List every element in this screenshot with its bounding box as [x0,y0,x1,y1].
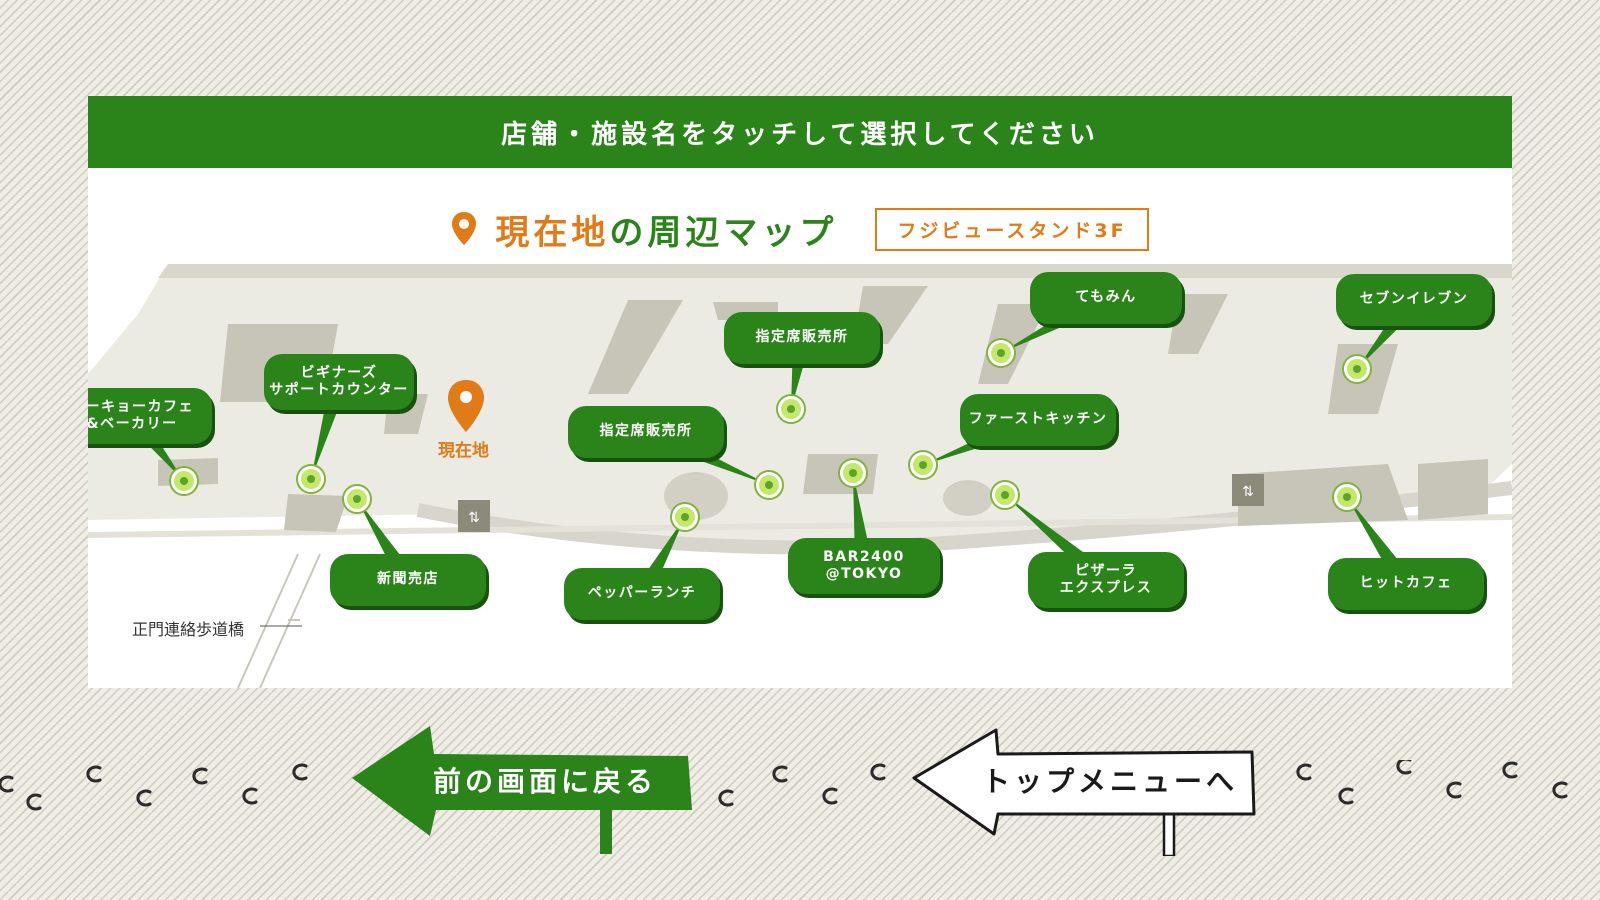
svg-text:⇅: ⇅ [468,510,480,526]
shop-pin-pepper-lunch[interactable] [672,504,698,530]
shop-bubble-bar2400[interactable]: BAR2400 @TOKYO [788,538,940,594]
floor-badge: フジビュースタンド3F [875,207,1149,251]
map-title: 現在地の周辺マップ [495,205,837,254]
location-pin-icon [452,212,477,245]
back-arrow-sign[interactable] [352,724,708,854]
shop-pin-seven-eleven[interactable] [1344,356,1370,382]
footprint-marks [0,760,1568,811]
shop-pin-hit-cafe[interactable] [1334,484,1360,510]
bridge-label: 正門連絡歩道橋 [132,620,245,639]
shop-pin-reserved-seat-sales-1[interactable] [756,472,782,498]
elevator-icon: ⇅ [458,500,490,532]
shop-pin-reserved-seat-sales-2[interactable] [778,396,804,422]
shop-pin-bar2400[interactable] [840,460,866,486]
map-title-row: 現在地の周辺マップ フジビュースタンド3F [88,204,1512,254]
shop-bubble-tokyo-cafe[interactable]: トーキョーカフェ &ベーカリー [88,388,212,444]
elevator-icon-2: ⇅ [1232,474,1264,506]
shop-bubble-temomin[interactable]: てもみん [1030,272,1182,324]
svg-text:⇅: ⇅ [1242,484,1254,500]
instruction-text: 店舗・施設名をタッチして選択してください [501,119,1099,150]
current-location-label: 現在地 [438,441,489,461]
shop-pin-beginners-counter[interactable] [298,466,324,492]
shop-pin-tokyo-cafe[interactable] [171,468,197,494]
bridge-lines [237,553,321,688]
top-menu-arrow-sign[interactable] [910,726,1270,856]
shop-bubble-reserved-seat-sales-2[interactable]: 指定席販売所 [724,312,880,364]
map-title-highlight: 現在地 [495,212,610,253]
map-title-rest: の周辺マップ [609,212,838,253]
shop-pin-newsstand[interactable] [344,486,370,512]
shop-bubble-reserved-seat-sales-1[interactable]: 指定席販売所 [568,406,724,458]
shop-bubble-first-kitchen[interactable]: ファーストキッチン [960,394,1116,446]
shop-bubble-pizza-la[interactable]: ピザーラ エクスプレス [1028,552,1184,608]
shop-bubble-hit-cafe[interactable]: ヒットカフェ [1328,558,1484,610]
instruction-banner: 店舗・施設名をタッチして選択してください [88,96,1512,168]
shop-pin-temomin[interactable] [988,340,1014,366]
shop-bubble-newsstand[interactable]: 新聞売店 [330,554,486,606]
shop-bubble-beginners-counter[interactable]: ビギナーズ サポートカウンター [264,354,414,410]
shop-pin-first-kitchen[interactable] [910,452,936,478]
shop-bubble-pepper-lunch[interactable]: ペッパーランチ [564,568,720,620]
shop-bubble-seven-eleven[interactable]: セブンイレブン [1336,274,1492,326]
shop-pin-pizza-la[interactable] [992,482,1018,508]
current-location-marker [448,380,484,432]
top-menu-button-label[interactable]: トップメニューへ [981,765,1238,798]
map-panel: 現在地の周辺マップ フジビュースタンド3F [88,168,1512,688]
back-button-label[interactable]: 前の画面に戻る [432,765,657,798]
